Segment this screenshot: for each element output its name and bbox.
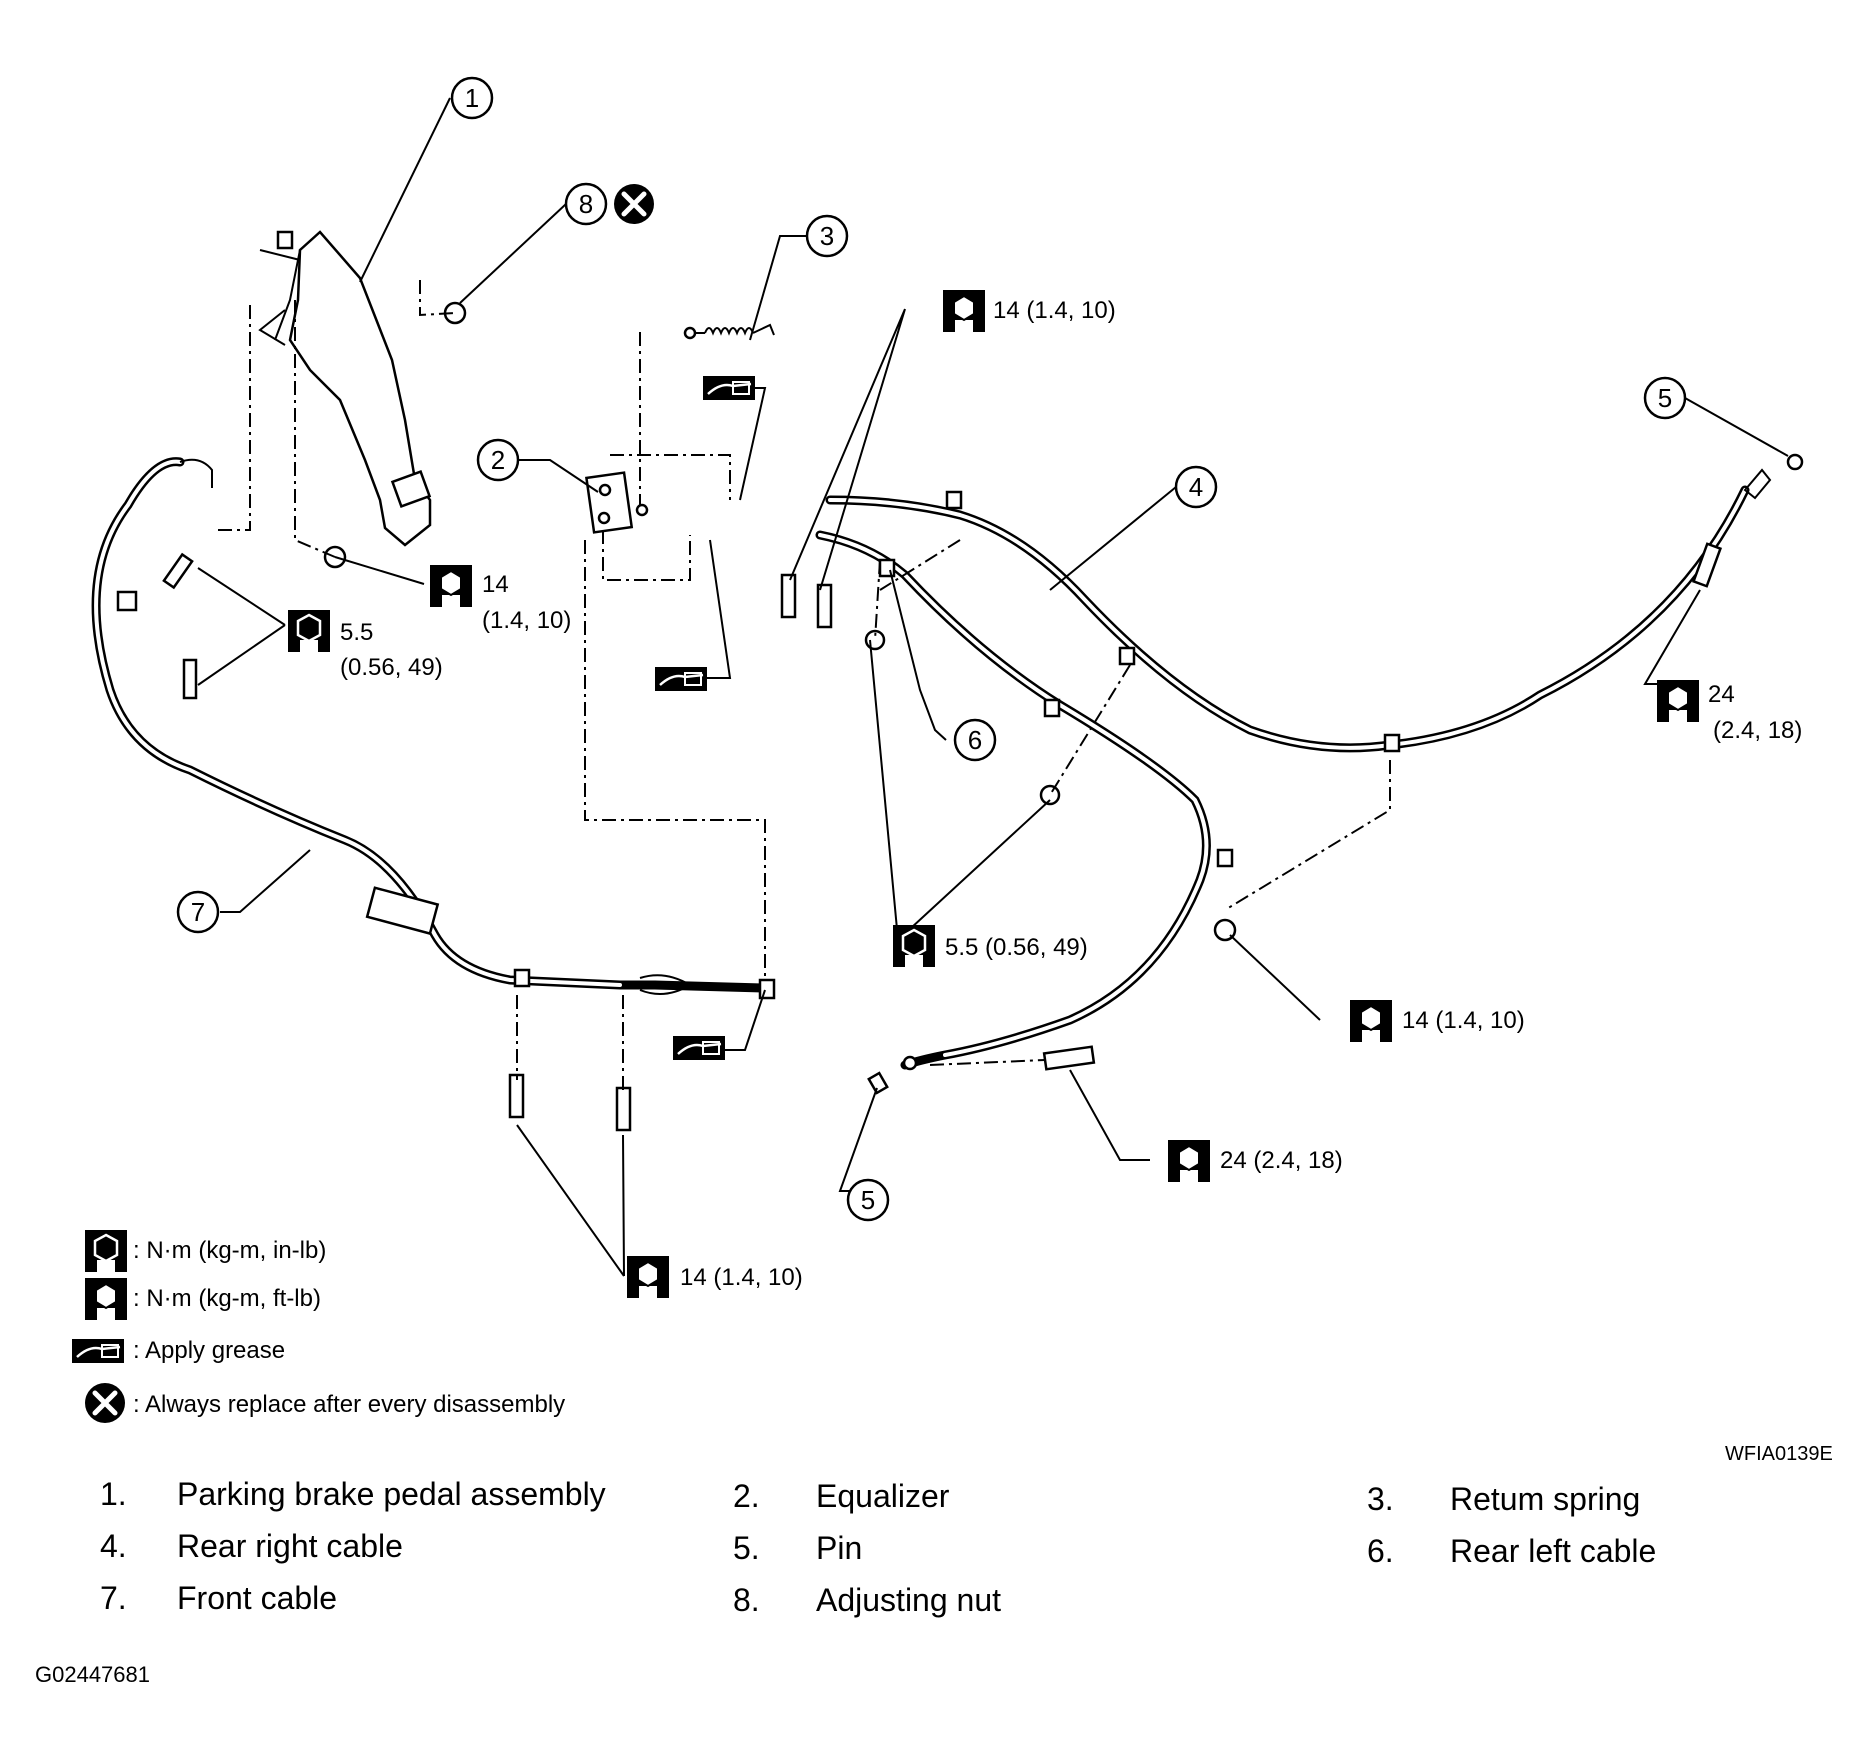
legend-replace: : Always replace after every disassembly	[133, 1391, 565, 1418]
torque-rear-nut: 14 (1.4, 10)	[1402, 1007, 1525, 1034]
part-name: Retum spring	[1450, 1481, 1640, 1517]
torque-inlb-icon	[891, 923, 937, 969]
parts-list: 1. Parking brake pedal assembly 2. Equal…	[100, 1476, 1656, 1618]
torque-ftlb-icon	[1656, 679, 1700, 723]
torque-pedal-line1: 14	[482, 571, 509, 598]
replace-icon	[85, 1383, 125, 1423]
svg-text:4: 4	[1189, 472, 1203, 502]
callout-2: 2	[476, 438, 520, 482]
torque-ftlb-icon	[1167, 1139, 1211, 1183]
part-num: 7.	[100, 1580, 127, 1616]
part-num: 8.	[733, 1582, 760, 1618]
svg-text:8: 8	[579, 189, 593, 219]
part-num: 5.	[733, 1530, 760, 1566]
image-id: G02447681	[35, 1662, 150, 1687]
torque-ftlb-icon	[626, 1255, 670, 1299]
callout-6: 6	[953, 718, 997, 762]
part-num: 3.	[1367, 1481, 1394, 1517]
part-num: 2.	[733, 1478, 760, 1514]
part-name: Rear left cable	[1450, 1533, 1656, 1569]
grease-icon	[70, 1337, 126, 1365]
part-num: 6.	[1367, 1533, 1394, 1569]
legend: : N·m (kg-m, in-lb) : N·m (kg-m, ft-lb) …	[70, 1228, 565, 1423]
torque-ftlb-icon	[1349, 999, 1393, 1043]
part-name: Rear right cable	[177, 1528, 403, 1564]
callout-7: 7	[176, 890, 220, 934]
callout-1: 1	[450, 76, 494, 120]
part-num: 1.	[100, 1476, 127, 1512]
callout-8: 8	[564, 182, 608, 226]
callout-5b: 5	[846, 1178, 890, 1222]
legend-grease: : Apply grease	[133, 1337, 285, 1364]
torque-ftlb-icon	[942, 289, 986, 333]
torque-inlb-icon	[286, 608, 332, 654]
torque-front-bolts: 14 (1.4, 10)	[680, 1264, 803, 1291]
svg-text:5: 5	[1658, 383, 1672, 413]
svg-text:7: 7	[191, 897, 205, 927]
part-name: Equalizer	[816, 1478, 950, 1514]
torque-ftlb-icon	[429, 564, 473, 608]
callout-3: 3	[805, 214, 849, 258]
torque-right-line1: 24	[1708, 681, 1735, 708]
torque-front-line2: (0.56, 49)	[340, 654, 443, 681]
torque-ftlb-icon	[84, 1277, 128, 1321]
part-name: Adjusting nut	[816, 1582, 1001, 1618]
torque-equalizer: 14 (1.4, 10)	[993, 297, 1116, 324]
rear-right-cable	[825, 468, 1772, 753]
grease-icon	[653, 665, 709, 693]
svg-text:6: 6	[968, 725, 982, 755]
grease-icon	[701, 374, 757, 402]
replace-icon	[614, 184, 654, 224]
legend-ftlb: : N·m (kg-m, ft-lb)	[133, 1285, 321, 1312]
callout-5a: 5	[1643, 376, 1687, 420]
fasteners	[116, 301, 1804, 1132]
leader-lines	[197, 97, 1789, 1277]
part-name: Pin	[816, 1530, 862, 1566]
svg-text:1: 1	[465, 83, 479, 113]
equalizer	[585, 471, 649, 534]
rear-left-cable	[815, 530, 1211, 1095]
svg-text:5: 5	[861, 1185, 875, 1215]
figure-code: WFIA0139E	[1725, 1443, 1833, 1465]
torque-left-bolt: 24 (2.4, 18)	[1220, 1147, 1343, 1174]
part-name: Front cable	[177, 1580, 337, 1616]
pedal-assembly	[258, 230, 432, 547]
torque-front-line1: 5.5	[340, 619, 373, 646]
part-name: Parking brake pedal assembly	[177, 1476, 606, 1512]
svg-text:3: 3	[820, 221, 834, 251]
part-num: 4.	[100, 1528, 127, 1564]
svg-text:2: 2	[491, 445, 505, 475]
assembly-lines	[215, 280, 1391, 1090]
grease-icon	[671, 1034, 727, 1062]
legend-inlb: : N·m (kg-m, in-lb)	[133, 1237, 326, 1264]
torque-inlb-icon	[83, 1228, 129, 1274]
torque-pedal-line2: (1.4, 10)	[482, 607, 571, 634]
callout-4: 4	[1174, 465, 1218, 509]
return-spring	[683, 323, 775, 340]
torque-rear-bracket: 5.5 (0.56, 49)	[945, 934, 1088, 961]
torque-right-line2: (2.4, 18)	[1713, 717, 1802, 744]
front-cable	[91, 457, 776, 1000]
